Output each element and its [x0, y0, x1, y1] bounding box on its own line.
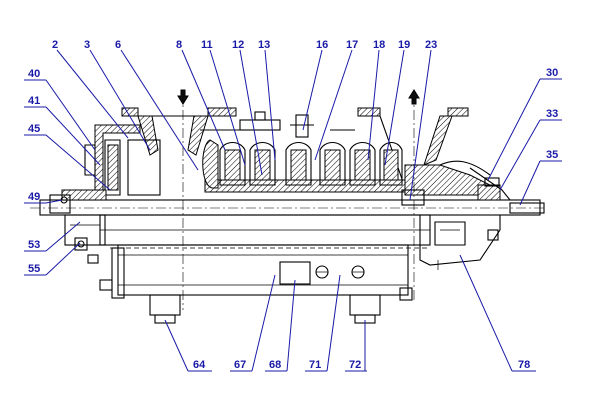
label-41: 41	[28, 95, 40, 107]
leader-6	[120, 49, 199, 171]
leader-40	[45, 79, 96, 151]
left-bearing-end	[64, 214, 106, 264]
label-12: 12	[232, 39, 244, 51]
leader-30	[487, 78, 541, 181]
leader-55	[45, 242, 81, 276]
label-30: 30	[546, 67, 558, 79]
leader-8	[181, 49, 226, 151]
label-55: 55	[28, 263, 40, 275]
label-33: 33	[546, 108, 558, 120]
suction-nozzle	[121, 89, 237, 156]
pump-geometry	[30, 89, 545, 324]
label-17: 17	[346, 39, 358, 51]
label-19: 19	[398, 39, 410, 51]
label-72: 72	[349, 359, 361, 371]
label-13: 13	[258, 39, 270, 51]
leader-11	[209, 49, 246, 166]
shaft	[30, 199, 545, 216]
leader-67	[251, 274, 276, 372]
bearing-bracket	[419, 214, 501, 270]
leader-23	[409, 49, 432, 201]
label-2: 2	[52, 39, 58, 51]
leader-33	[499, 119, 541, 191]
leader-41	[45, 106, 101, 166]
leader-71	[326, 274, 341, 372]
label-11: 11	[201, 39, 213, 51]
leader-3	[89, 49, 151, 151]
leader-78	[459, 254, 513, 372]
label-40: 40	[28, 68, 40, 80]
label-23: 23	[425, 39, 437, 51]
leader-13	[264, 49, 276, 161]
leader-12	[239, 49, 263, 176]
leader-68	[286, 279, 296, 372]
label-8: 8	[176, 39, 182, 51]
leader-2	[56, 49, 129, 139]
leader-17	[314, 49, 353, 161]
leader-35	[519, 160, 541, 206]
leader-16	[302, 49, 323, 131]
label-6: 6	[115, 39, 121, 51]
leader-18	[367, 49, 380, 161]
label-64: 64	[193, 359, 206, 371]
label-3: 3	[84, 39, 90, 51]
label-71: 71	[309, 359, 321, 371]
label-68: 68	[269, 359, 281, 371]
leader-19	[384, 49, 405, 166]
label-16: 16	[316, 39, 328, 51]
label-78: 78	[518, 359, 530, 371]
leader-64	[164, 319, 189, 372]
label-18: 18	[373, 39, 385, 51]
label-67: 67	[234, 359, 246, 371]
suction-casing	[49, 124, 161, 214]
leader-45	[45, 134, 111, 191]
discharge-casing	[401, 160, 511, 206]
leader-53	[45, 221, 81, 252]
callout-labels: 2 3 6 8 11 12 13 16 17 18 19 23 40 41 45…	[24, 39, 562, 372]
label-45: 45	[28, 123, 40, 135]
label-49: 49	[28, 191, 40, 203]
label-35: 35	[546, 149, 558, 161]
leader-49	[45, 199, 63, 204]
label-53: 53	[28, 239, 40, 251]
base-frame	[99, 214, 431, 324]
